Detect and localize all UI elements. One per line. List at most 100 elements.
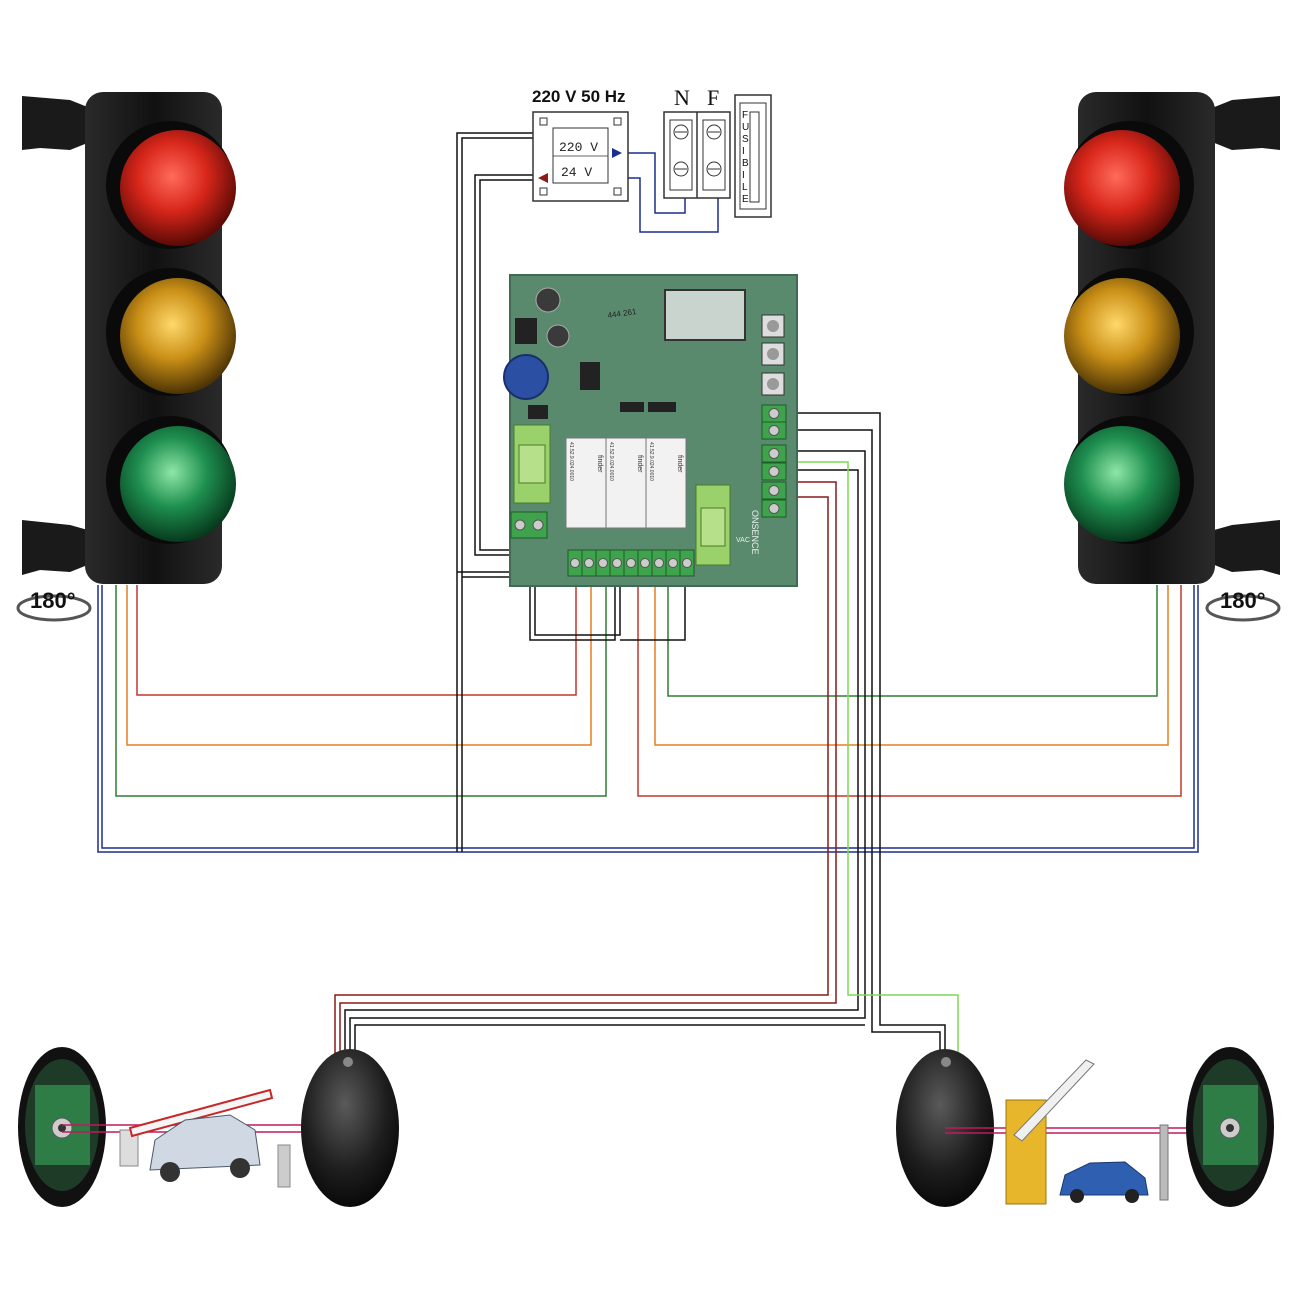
ic-chip-icon [528, 405, 548, 419]
terminal-f-label: F [707, 85, 719, 110]
wire-right-orange [654, 575, 1169, 746]
mount-bracket-icon [1207, 96, 1280, 575]
rotation-label-left: 180° [30, 588, 76, 613]
terminal-block-24v [510, 511, 548, 539]
electrolytic-capacitor-icon [503, 354, 549, 400]
traffic-light-right [1064, 92, 1280, 584]
mains-terminal-block: N F [663, 85, 731, 199]
terminal-screw-icon [654, 558, 664, 568]
photocell-left-transmitter [301, 1049, 399, 1207]
right-beam-illustration [945, 1059, 1230, 1205]
control-board: 444 261 finder finder fi [503, 274, 798, 587]
fuse-letter: S [742, 134, 749, 145]
mount-bracket-icon [22, 96, 95, 575]
barrier-arm-icon [128, 1088, 274, 1138]
wire-cell-black-3 [349, 450, 866, 1055]
wire-black-board-3 [620, 575, 686, 641]
wire-cell-darkred-2 [334, 496, 829, 1055]
photocell-post-icon [1159, 1124, 1169, 1201]
car-icon [1059, 1161, 1149, 1203]
ic-chip-icon [648, 402, 676, 412]
screw-icon [539, 187, 548, 196]
photocell-right-receiver [1186, 1047, 1274, 1207]
screw-icon [613, 187, 622, 196]
terminal-screw-icon [768, 503, 780, 514]
wire-left-orange [126, 575, 592, 746]
left-beam-illustration [62, 1088, 355, 1188]
wire-cell-green [790, 461, 959, 1055]
primary-voltage: 220 V [559, 140, 598, 155]
terminal-screw-icon [768, 448, 780, 459]
wire-blue-transformer-n [628, 152, 686, 214]
ic-chip-icon [620, 402, 644, 412]
terminal-screw-icon [584, 558, 594, 568]
rotation-label-right: 180° [1220, 588, 1266, 613]
capacitor-icon [535, 287, 561, 313]
rotation-180-right: 180° [1205, 588, 1281, 622]
wire-black-mains-1 [456, 132, 533, 852]
wire-right-red [637, 575, 1182, 797]
pcb [509, 274, 798, 587]
power-title: 220 V 50 Hz [532, 87, 626, 106]
terminal-screw-icon [626, 558, 636, 568]
board-brand: ONSENCE [750, 510, 760, 555]
screw-icon [613, 117, 622, 126]
rotation-180-left: 180° [16, 588, 92, 622]
terminal-block-lights [567, 549, 695, 577]
wire-right-green [667, 575, 1158, 697]
relay-brand-1: finder [596, 455, 603, 473]
terminal-screw-icon [612, 558, 622, 568]
wire-black-board-1 [457, 571, 616, 641]
terminal-screw-icon [768, 425, 780, 436]
car-icon [149, 1114, 261, 1182]
terminal-screw-icon [668, 558, 678, 568]
arrow-left-icon [538, 173, 548, 183]
wire-left-blue-2 [101, 585, 1195, 849]
relay-code-1: 41.52.9.024.0010 [568, 442, 574, 481]
wire-cell-black-5 [354, 1024, 865, 1055]
wire-cell-darkred-1 [339, 481, 837, 1055]
terminal-screw-icon [682, 558, 692, 568]
wire-blue-transformer-f [628, 177, 719, 233]
rotate-arrow-icon [16, 594, 92, 622]
wire-cell-black-4 [344, 469, 859, 1055]
barrier-post-icon [119, 1129, 139, 1167]
arrow-right-icon [612, 148, 622, 158]
secondary-voltage: 24 V [561, 165, 592, 180]
terminal-screw-icon [640, 558, 650, 568]
ic-chip-icon [580, 362, 600, 390]
barrier-arm-icon [1013, 1059, 1095, 1142]
fuse-letter: I [742, 170, 745, 181]
fuse-letter: I [742, 146, 745, 157]
transformer: 220 V 50 Hz 220 V 24 V [532, 87, 629, 202]
wiring-layer [97, 132, 1199, 1055]
wire-left-red [136, 575, 577, 696]
rotate-arrow-icon [1205, 594, 1281, 622]
photocell-left-receiver [18, 1047, 106, 1207]
lcd-display [664, 289, 746, 341]
fuse-letter: F [742, 110, 748, 121]
fuse-letter: E [742, 194, 749, 205]
terminal-screw-icon [570, 558, 580, 568]
relay-brand-3: finder [676, 455, 683, 473]
vac-label: VAC [736, 537, 750, 544]
wire-left-blue [97, 585, 1199, 853]
board-buttons [761, 314, 785, 396]
chip-label: 444 261 [607, 307, 637, 320]
relay-bank: finder finder finder 41.52.9.024.0010 41… [565, 437, 687, 529]
terminal-screw-icon [598, 558, 608, 568]
terminal-n-label: N [674, 85, 690, 110]
terminal-screw-icon [768, 485, 780, 496]
wire-cell-black-1 [790, 412, 946, 1055]
relay-1 [565, 437, 607, 529]
wire-black-mains-2 [461, 137, 533, 852]
screw-icon [539, 117, 548, 126]
relay-code-3: 41.52.9.024.0010 [648, 442, 654, 481]
wire-cell-black-2 [790, 429, 941, 1055]
relay-3 [645, 437, 687, 529]
terminal-block-photocells [761, 404, 787, 518]
fuse-letter: B [742, 158, 749, 169]
traffic-light-left [22, 92, 236, 584]
